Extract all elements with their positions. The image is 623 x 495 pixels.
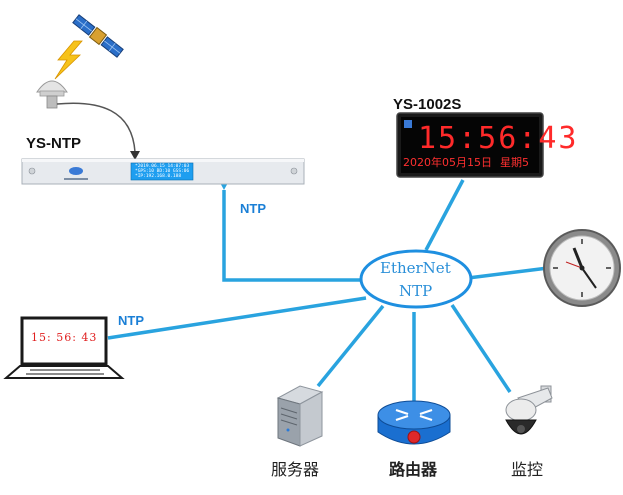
link-server-to-ethernet	[316, 304, 385, 388]
network-links	[107, 179, 549, 402]
server-icon	[276, 385, 324, 447]
router-caption: 路由器	[389, 460, 438, 479]
led-clock-weekday: 星期5	[500, 156, 529, 169]
panel-display-line-3: *IP:192.168.0.188	[135, 174, 182, 179]
link-clock-to-ethernet	[424, 179, 465, 251]
laptop-icon	[3, 316, 125, 379]
ethernet-protocol-label: NTP	[399, 282, 433, 300]
camera-icon	[505, 385, 553, 435]
gps-antenna-icon	[36, 80, 68, 109]
ntp-server-title: YS-NTP	[26, 135, 82, 152]
cable-arrow-head	[130, 151, 140, 160]
link-label-ntp-server: NTP	[240, 201, 266, 216]
panel-display-line-2: *GPS:10 BD:10 GSS:06	[135, 169, 190, 174]
lightning-icon	[54, 40, 83, 80]
led-clock-time: 15:56:43	[418, 121, 579, 156]
clock-title: YS-1002S	[393, 96, 462, 113]
link-label-ntp-laptop: NTP	[118, 313, 144, 328]
analog-clock-icon	[543, 229, 621, 307]
panel-display-line-1: *2019.06.15 14:07:03	[135, 164, 190, 169]
led-clock-date: 2020年05月15日	[403, 156, 492, 169]
ethernet-label: EtherNet	[380, 259, 451, 277]
laptop-screen-time: 15: 56: 43	[31, 331, 98, 344]
ethernet-hub-ring	[359, 249, 473, 309]
router-icon	[377, 400, 451, 445]
antenna-cable	[56, 102, 136, 153]
camera-caption: 监控	[511, 460, 544, 479]
link-analog-clock-to-ethernet	[467, 266, 549, 280]
satellite-icon	[72, 14, 124, 58]
ntp-server-panel	[21, 158, 305, 185]
link-ntp-server-to-ethernet	[222, 190, 364, 282]
link-laptop-to-ethernet	[107, 296, 367, 340]
panel-display-screen	[130, 162, 194, 181]
link-camera-to-ethernet	[450, 304, 512, 393]
server-caption: 服务器	[271, 460, 320, 479]
led-wall-clock	[396, 112, 544, 178]
